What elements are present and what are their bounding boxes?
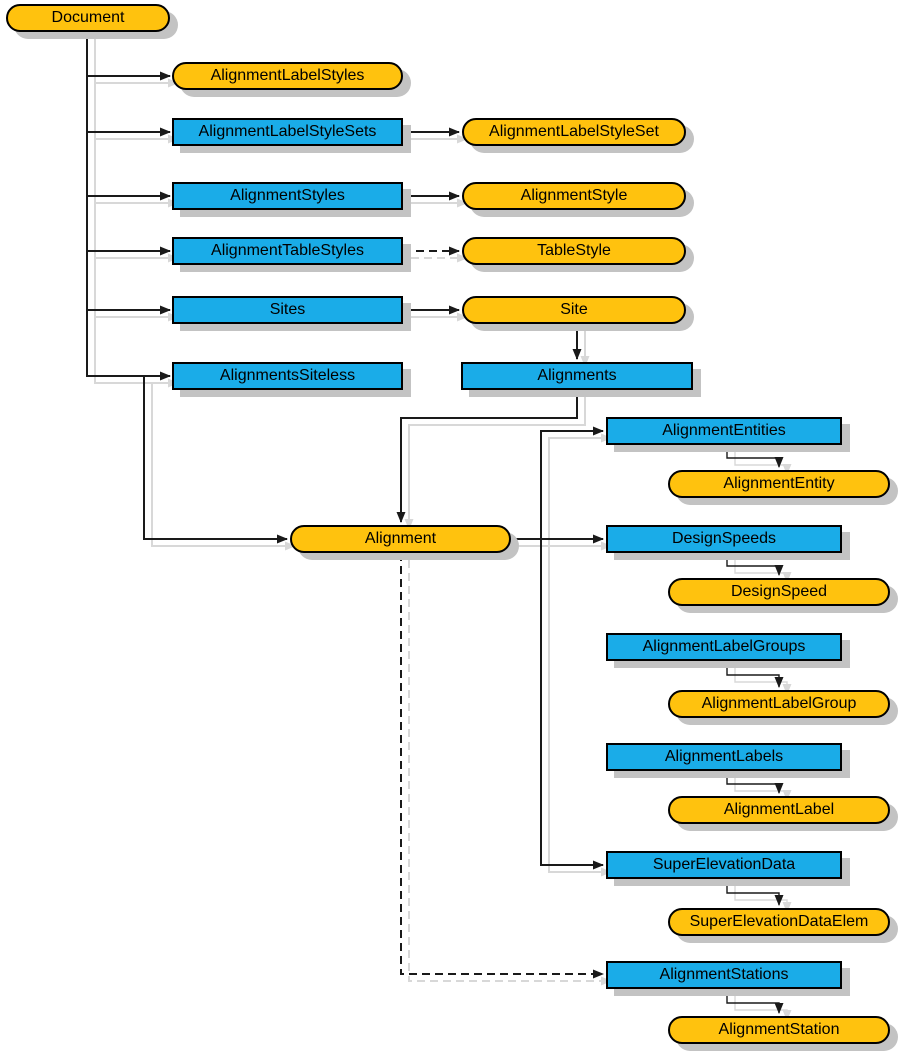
node-alignment-label-groups[interactable]: AlignmentLabelGroups xyxy=(606,633,842,661)
node-alignment-table-styles[interactable]: AlignmentTableStyles xyxy=(172,237,403,265)
node-label: AlignmentLabelStyles xyxy=(210,67,365,84)
node-label: DesignSpeeds xyxy=(671,530,777,547)
edge-alignments-to-alignment xyxy=(396,390,578,523)
node-label: Document xyxy=(51,9,125,26)
node-alignment-label-styles[interactable]: AlignmentLabelStyles xyxy=(172,62,403,90)
edge-alignments-to-alignment-shadow xyxy=(404,397,586,530)
connectors xyxy=(86,32,784,1014)
node-alignments-siteless[interactable]: AlignmentsSiteless xyxy=(172,362,403,390)
edge-alignment-labels-to-label xyxy=(726,771,784,794)
node-label: Alignment xyxy=(364,530,437,547)
node-label: AlignmentStation xyxy=(718,1021,840,1038)
edge-alignment-to-alignment-entities xyxy=(540,426,604,539)
node-label: AlignmentLabelGroup xyxy=(701,695,857,712)
node-alignment-stations[interactable]: AlignmentStations xyxy=(606,961,842,989)
node-label: AlignmentLabels xyxy=(664,748,784,765)
node-design-speeds[interactable]: DesignSpeeds xyxy=(606,525,842,553)
node-label: AlignmentLabelGroups xyxy=(642,638,806,655)
node-label: AlignmentLabelStyleSets xyxy=(198,123,377,140)
node-label: AlignmentEntity xyxy=(723,475,835,492)
node-label: Site xyxy=(560,301,588,318)
edge-alignments-siteless-to-alignment-shadow xyxy=(151,383,296,551)
edge-super-elevation-data-to-elem xyxy=(726,879,784,906)
node-label: AlignmentStations xyxy=(659,966,789,983)
node-alignment-style[interactable]: AlignmentStyle xyxy=(462,182,686,210)
node-alignment-entity[interactable]: AlignmentEntity xyxy=(668,470,890,498)
node-alignment-styles[interactable]: AlignmentStyles xyxy=(172,182,403,210)
edge-alignment-to-alignment-entities-shadow xyxy=(548,433,612,546)
node-label: SuperElevationData xyxy=(652,856,796,873)
node-sites[interactable]: Sites xyxy=(172,296,403,324)
edge-alignment-to-alignment-stations-shadow xyxy=(408,560,612,986)
node-label: AlignmentLabel xyxy=(723,801,835,818)
node-label: SuperElevationDataElem xyxy=(689,913,869,930)
node-label: AlignmentStyles xyxy=(230,187,345,204)
node-alignment-label-style-set[interactable]: AlignmentLabelStyleSet xyxy=(462,118,686,146)
node-label: TableStyle xyxy=(537,242,611,259)
node-alignment-station[interactable]: AlignmentStation xyxy=(668,1016,890,1044)
edge-design-speeds-to-design-speed xyxy=(726,553,784,576)
node-alignments[interactable]: Alignments xyxy=(461,362,693,390)
edge-alignment-label-groups-to-group xyxy=(726,661,784,688)
edge-document-trunk-to-alignments-siteless xyxy=(86,32,171,381)
node-design-speed[interactable]: DesignSpeed xyxy=(668,578,890,606)
node-alignment-labels[interactable]: AlignmentLabels xyxy=(606,743,842,771)
node-label: AlignmentLabelStyleSet xyxy=(489,123,659,140)
node-label: Alignments xyxy=(537,367,617,384)
edge-alignments-siteless-to-alignment xyxy=(143,376,288,544)
node-alignment-label[interactable]: AlignmentLabel xyxy=(668,796,890,824)
node-label: AlignmentsSiteless xyxy=(219,367,356,384)
node-label: AlignmentStyle xyxy=(520,187,628,204)
edge-document-trunk-to-alignments-siteless-shadow xyxy=(94,39,179,388)
node-super-elevation-data[interactable]: SuperElevationData xyxy=(606,851,842,879)
node-alignment-entities[interactable]: AlignmentEntities xyxy=(606,417,842,445)
node-table-style[interactable]: TableStyle xyxy=(462,237,686,265)
edge-alignment-entities-to-entity xyxy=(726,445,784,468)
node-document[interactable]: Document xyxy=(6,4,170,32)
connector-shadows xyxy=(94,39,792,1021)
node-label: DesignSpeed xyxy=(730,583,828,600)
node-label: AlignmentTableStyles xyxy=(211,242,364,259)
node-super-elevation-data-elem[interactable]: SuperElevationDataElem xyxy=(668,908,890,936)
node-label: Sites xyxy=(269,301,306,318)
node-alignment[interactable]: Alignment xyxy=(290,525,511,553)
edge-alignment-stations-to-station xyxy=(726,989,784,1014)
edge-alignment-to-super-elevation-data xyxy=(540,539,604,870)
node-label: AlignmentEntities xyxy=(662,422,786,439)
edge-alignment-to-alignment-stations xyxy=(400,553,604,979)
node-alignment-label-group[interactable]: AlignmentLabelGroup xyxy=(668,690,890,718)
edge-alignment-to-super-elevation-data-shadow xyxy=(548,546,612,877)
node-site[interactable]: Site xyxy=(462,296,686,324)
node-alignment-label-style-sets[interactable]: AlignmentLabelStyleSets xyxy=(172,118,403,146)
